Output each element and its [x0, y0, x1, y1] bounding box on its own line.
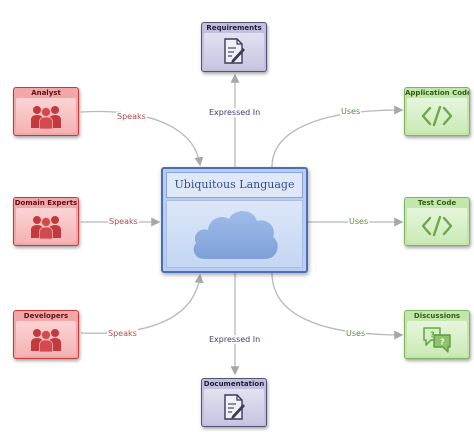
application-code-node[interactable]: Application Code: [404, 87, 470, 136]
requirements-node[interactable]: Requirements: [201, 22, 267, 72]
edge-label-uses-application-code: Uses: [340, 107, 362, 116]
ubiquitous-language-node[interactable]: Ubiquitous Language: [161, 167, 308, 273]
domain-experts-title: Domain Experts: [14, 199, 78, 207]
svg-text:?: ?: [440, 337, 445, 346]
edge-label-uses-discussions: Uses: [345, 329, 367, 338]
ubiquitous-language-title: Ubiquitous Language: [166, 172, 303, 198]
edge-analyst-to-center: [80, 110, 204, 167]
edge-label-expressed-in-documentation: Expressed In: [208, 335, 262, 344]
cloud-icon: [193, 210, 278, 259]
analyst-node[interactable]: Analyst: [13, 87, 79, 136]
edge-label-uses-test-code: Uses: [348, 217, 370, 226]
developers-node[interactable]: Developers: [13, 310, 79, 359]
code-icon: [421, 215, 453, 236]
edge-label-speaks-analyst: Speaks: [116, 112, 147, 121]
document-pen-icon: [224, 38, 245, 64]
edge-label-speaks-domain-experts: Speaks: [108, 217, 139, 226]
test-code-title: Test Code: [417, 199, 457, 207]
analyst-title: Analyst: [31, 89, 61, 97]
requirements-title: Requirements: [206, 24, 262, 32]
documentation-title: Documentation: [203, 380, 265, 388]
test-code-node[interactable]: Test Code: [404, 197, 470, 246]
edge-center-to-application-code: [271, 105, 404, 168]
code-icon: [421, 105, 453, 126]
people-icon: [31, 105, 61, 129]
discussions-node[interactable]: Discussions ? ?: [404, 310, 470, 359]
documentation-node[interactable]: Documentation: [201, 378, 267, 427]
discussions-title: Discussions: [413, 312, 461, 320]
people-icon: [31, 328, 61, 352]
edge-label-expressed-in-requirements: Expressed In: [208, 108, 262, 117]
application-code-title: Application Code: [405, 89, 469, 97]
edge-center-to-discussions: [271, 272, 404, 340]
document-pen-icon: [224, 393, 245, 420]
edge-label-speaks-developers: Speaks: [107, 329, 138, 338]
domain-experts-node[interactable]: Domain Experts: [13, 197, 79, 246]
people-icon: [31, 215, 61, 239]
edge-developers-to-center: [80, 273, 204, 334]
chat-bubbles-icon: ? ?: [423, 326, 451, 353]
developers-title: Developers: [23, 312, 69, 320]
svg-text:?: ?: [430, 330, 435, 339]
